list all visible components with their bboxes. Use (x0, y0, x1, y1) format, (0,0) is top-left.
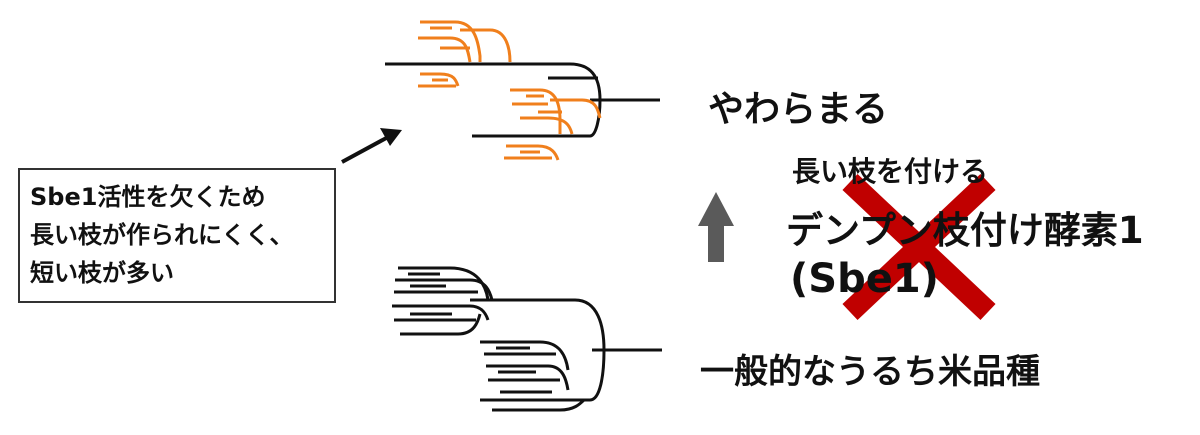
enzyme-action-label: 長い枝を付ける (792, 155, 989, 188)
top-variety-label: やわらまる (708, 89, 889, 130)
callout-line-3: 短い枝が多い (30, 259, 174, 287)
callout-line-1: Sbe1活性を欠くため (30, 183, 266, 211)
enzyme-name-label: デンプン枝付け酵素1 (786, 209, 1144, 252)
enzyme-abbrev-label: (Sbe1) (790, 256, 939, 302)
up-arrow-icon (698, 192, 734, 262)
bottom-branch-structure (392, 266, 662, 412)
red-cross-icon (842, 173, 996, 321)
top-short-branches-upper (418, 20, 512, 88)
top-long-chains (385, 62, 660, 138)
pointer-arrow (341, 128, 402, 164)
top-short-branches-lower (504, 88, 602, 161)
explanation-callout: Sbe1活性を欠くため 長い枝が作られにくく、 短い枝が多い (18, 168, 336, 303)
callout-line-2: 長い枝が作られにくく、 (30, 221, 294, 249)
bottom-variety-label: 一般的なうるち米品種 (700, 352, 1040, 392)
top-branch-structure (385, 20, 660, 161)
